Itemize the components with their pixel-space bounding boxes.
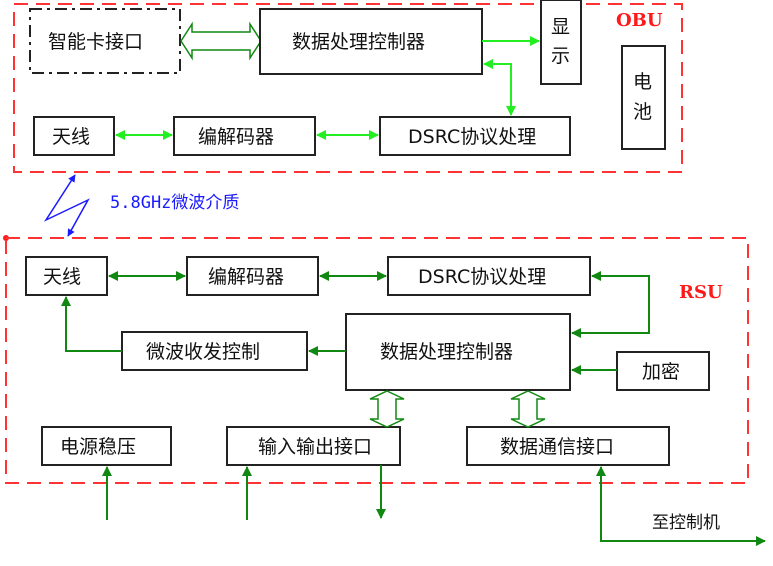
obu-controller-label: 数据处理控制器 <box>292 31 425 53</box>
obu-dsrc-box <box>379 116 571 156</box>
obu-smartcard-label: 智能卡接口 <box>48 31 143 53</box>
rsu-io-box <box>226 426 401 466</box>
wireless-label: 5.8GHz微波介质 <box>110 193 239 213</box>
obu-smartcard-bus-arrow <box>180 21 262 61</box>
rsu-group-border <box>5 237 749 484</box>
rsu-codec-label: 编解码器 <box>208 266 284 288</box>
rsu-antenna-label: 天线 <box>43 266 81 288</box>
rsu-dsrc-controller-arrow <box>571 271 650 338</box>
obu-controller-dsrc-arrow <box>483 59 516 116</box>
obu-display-box <box>540 0 582 85</box>
rsu-comm-host-link-arrow <box>596 466 766 546</box>
rsu-comm-box <box>466 426 670 466</box>
rsu-tag: RSU <box>679 282 723 303</box>
rsu-io-label: 输入输出接口 <box>258 436 372 458</box>
obu-codec-box <box>173 116 316 156</box>
rsu-power-label: 电源稳压 <box>60 436 136 458</box>
rsu-antenna-box <box>25 256 108 296</box>
rsu-microwave-to-antenna-arrow <box>61 296 122 352</box>
obu-battery-label-1: 电 <box>633 71 652 93</box>
obu-dsrc-label: DSRC协议处理 <box>408 126 536 148</box>
rsu-controller-comm-bus-arrow <box>510 390 546 428</box>
obu-smartcard-box <box>29 8 181 74</box>
rsu-dsrc-label: DSRC协议处理 <box>418 266 546 288</box>
obu-display-label-1: 显 <box>551 16 570 38</box>
obu-group-border <box>13 3 683 173</box>
rsu-dsrc-box <box>387 256 591 296</box>
to-host-label: 至控制机 <box>652 513 720 533</box>
rsu-microwave-ctrl-box <box>121 331 308 371</box>
rsu-codec-box <box>186 256 319 296</box>
obu-antenna-box <box>33 116 115 156</box>
rsu-encryption-label: 加密 <box>642 361 680 383</box>
rsu-microwave-ctrl-label: 微波收发控制 <box>146 341 260 363</box>
rsu-encryption-box <box>616 351 710 391</box>
obu-controller-box <box>259 8 483 75</box>
obu-battery-label-2: 池 <box>633 101 652 123</box>
rsu-power-box <box>41 426 172 466</box>
wireless-link-zigzag <box>43 174 90 237</box>
rsu-controller-io-bus-arrow <box>369 390 405 428</box>
obu-tag: OBU <box>616 10 663 31</box>
obu-battery-box <box>621 45 666 150</box>
obu-codec-label: 编解码器 <box>198 126 274 148</box>
rsu-controller-label: 数据处理控制器 <box>380 341 513 363</box>
rsu-comm-label: 数据通信接口 <box>500 436 614 458</box>
obu-antenna-label: 天线 <box>52 126 90 148</box>
rsu-controller-box <box>345 313 571 391</box>
obu-display-label-2: 示 <box>551 45 570 67</box>
